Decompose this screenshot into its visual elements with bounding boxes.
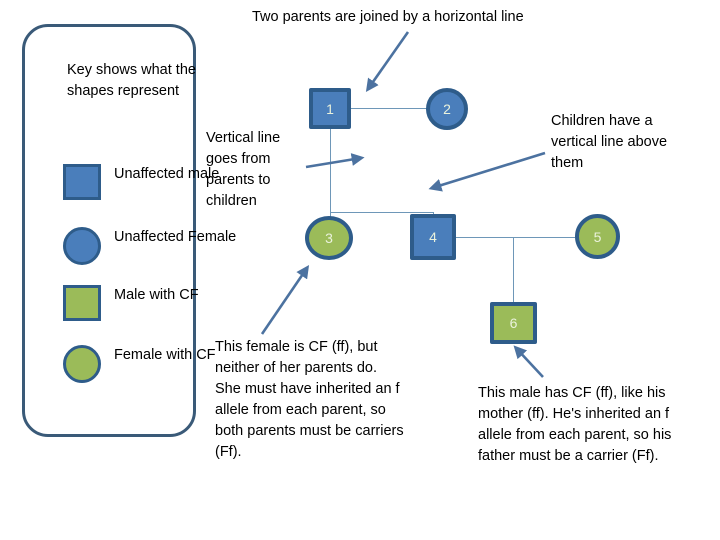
legend-item-female-with-cf: Female with CF	[63, 345, 248, 391]
legend-label: Unaffected Female	[114, 229, 237, 245]
annotation-title: Two parents are joined by a horizontal l…	[252, 9, 524, 25]
node-label: 3	[325, 230, 333, 246]
descent-line-4-5	[513, 237, 514, 303]
arrow-to-mating-line	[365, 31, 410, 92]
pedigree-node-1[interactable]: 1	[309, 88, 351, 129]
key-panel: Key shows what the shapes represent Unaf…	[22, 24, 236, 437]
node-label: 1	[326, 100, 334, 117]
legend-swatch-circle-blue	[63, 227, 101, 265]
legend-swatch-square-blue	[63, 164, 101, 200]
pedigree-node-4[interactable]: 4	[410, 214, 456, 260]
legend-item-male-with-cf: Male with CF	[63, 285, 248, 331]
mating-line-4-5	[456, 237, 575, 238]
pedigree-node-3[interactable]: 3	[305, 216, 353, 260]
legend-swatch-square-green	[63, 285, 101, 321]
key-heading: Key shows what the shapes represent	[67, 62, 196, 99]
pedigree-node-2[interactable]: 2	[426, 88, 468, 130]
legend-label: Male with CF	[114, 287, 199, 303]
arrow-to-node-6	[513, 345, 544, 378]
annotation-children: Children have a vertical line above them	[551, 113, 668, 171]
legend-swatch-circle-green	[63, 345, 101, 383]
annotation-female-cf: This female is CF (ff), but neither of h…	[215, 339, 404, 460]
sibship-line-3-4	[330, 212, 433, 213]
annotation-vertical-line: Vertical line goes from parents to child…	[206, 130, 281, 209]
legend-item-unaffected-male: Unaffected male	[63, 164, 248, 210]
arrow-to-node-3	[260, 264, 310, 335]
pedigree-node-5[interactable]: 5	[575, 214, 620, 259]
arrow-to-sibship-line	[428, 151, 546, 192]
node-label: 2	[443, 101, 451, 117]
pedigree-node-6[interactable]: 6	[490, 302, 537, 344]
legend-item-unaffected-female: Unaffected Female	[63, 227, 248, 273]
node-label: 4	[429, 229, 437, 245]
legend-label: Unaffected male	[114, 166, 220, 182]
arrow-to-descent-line	[305, 153, 365, 169]
legend-label: Female with CF	[114, 347, 216, 363]
node-label: 6	[509, 315, 518, 331]
mating-line-1-2	[351, 108, 427, 109]
node-label: 5	[593, 228, 602, 245]
annotation-male-cf: This male has CF (ff), like his mother (…	[478, 385, 672, 464]
